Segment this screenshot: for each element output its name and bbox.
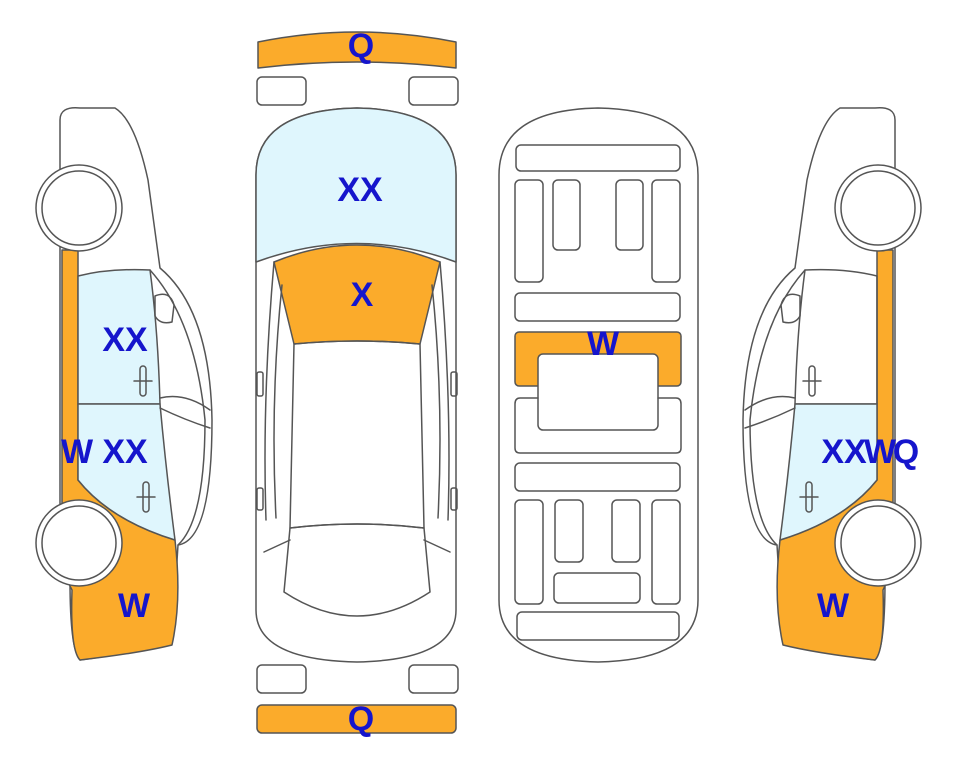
- under-rear-inner-left: [554, 499, 584, 563]
- label-left-rocker-rear: W: [61, 433, 94, 471]
- under-front-right-rail: [651, 179, 681, 283]
- under-front-left-rail: [514, 179, 544, 283]
- label-left-rear-door-glass: XX: [102, 433, 148, 471]
- left-rear-door-handle: [136, 481, 156, 513]
- rear-bumper-panel[interactable]: [256, 704, 457, 734]
- right-rear-wheel: [834, 499, 922, 587]
- top-right-window: [431, 284, 441, 519]
- windshield-panel[interactable]: [255, 107, 457, 263]
- label-right-rocker-rear: W: [864, 433, 897, 471]
- left-front-wheel: [35, 164, 123, 252]
- right-rear-wheel-inner: [840, 505, 916, 581]
- right-side-view: [742, 107, 922, 661]
- left-front-wheel-inner: [41, 170, 117, 246]
- top-left-side-line: [264, 261, 275, 521]
- roof-outline: [289, 340, 425, 529]
- damage-labels: Q XX X Q W XX W XX W XX W Q W: [61, 27, 919, 738]
- left-door-crease: [159, 395, 211, 411]
- trunk-line: [263, 539, 451, 553]
- label-right-rear-door-glass: XX: [821, 433, 867, 471]
- label-hood: X: [351, 276, 374, 314]
- top-view: [255, 31, 459, 734]
- right-rear-door-glass[interactable]: [779, 403, 878, 541]
- label-right-rear-quarter: W: [817, 587, 850, 625]
- underside-body-outline: [498, 107, 699, 663]
- under-rear-left-rail: [514, 499, 544, 605]
- left-front-door-handle: [133, 365, 153, 397]
- rear-left-light: [256, 664, 307, 694]
- top-left-handle: [256, 487, 264, 511]
- under-front-crossmember: [515, 144, 681, 172]
- label-left-front-door-glass: XX: [102, 321, 148, 359]
- underside-view: [498, 107, 699, 663]
- label-windshield: XX: [337, 171, 383, 209]
- right-door-crease: [744, 395, 796, 411]
- label-rear-bumper: Q: [348, 700, 374, 738]
- rear-window-outline: [283, 523, 431, 617]
- under-front-inner-right: [615, 179, 644, 251]
- right-front-wheel-inner: [840, 170, 916, 246]
- under-rear-inner-right: [611, 499, 641, 563]
- label-front-bumper: Q: [348, 27, 374, 65]
- under-front-inner-left: [552, 179, 581, 251]
- left-rear-door-glass[interactable]: [77, 403, 176, 541]
- under-mid-crossmember: [514, 292, 681, 322]
- front-left-light: [256, 76, 307, 106]
- under-floor-side-left: [514, 397, 682, 454]
- right-front-door-outline: [794, 268, 878, 405]
- left-side-view: [35, 107, 213, 661]
- top-left-window: [273, 284, 283, 519]
- label-floor-panel: W: [587, 325, 620, 363]
- rear-right-light: [408, 664, 459, 694]
- front-bumper-panel[interactable]: [257, 31, 457, 69]
- top-right-side-line: [439, 261, 450, 521]
- right-mirror: [780, 293, 801, 324]
- under-floor-center: [537, 353, 659, 431]
- top-left-mirror: [256, 371, 264, 397]
- left-rear-wheel-inner: [41, 505, 117, 581]
- label-right-rocker-rear-2: Q: [893, 433, 919, 471]
- right-rear-door-handle: [799, 481, 819, 513]
- left-door-crease-2: [159, 407, 211, 429]
- right-door-crease-2: [744, 407, 796, 429]
- under-rear-axle: [553, 572, 641, 604]
- top-right-handle: [450, 487, 458, 511]
- label-left-rear-quarter: W: [118, 587, 151, 625]
- left-mirror: [154, 293, 175, 324]
- front-right-light: [408, 76, 459, 106]
- under-rear-crossmember: [514, 462, 681, 492]
- right-front-wheel: [834, 164, 922, 252]
- right-front-door-handle: [802, 365, 822, 397]
- under-rear-bumper-line: [516, 611, 680, 641]
- top-right-mirror: [450, 371, 458, 397]
- left-rear-wheel: [35, 499, 123, 587]
- under-rear-right-rail: [651, 499, 681, 605]
